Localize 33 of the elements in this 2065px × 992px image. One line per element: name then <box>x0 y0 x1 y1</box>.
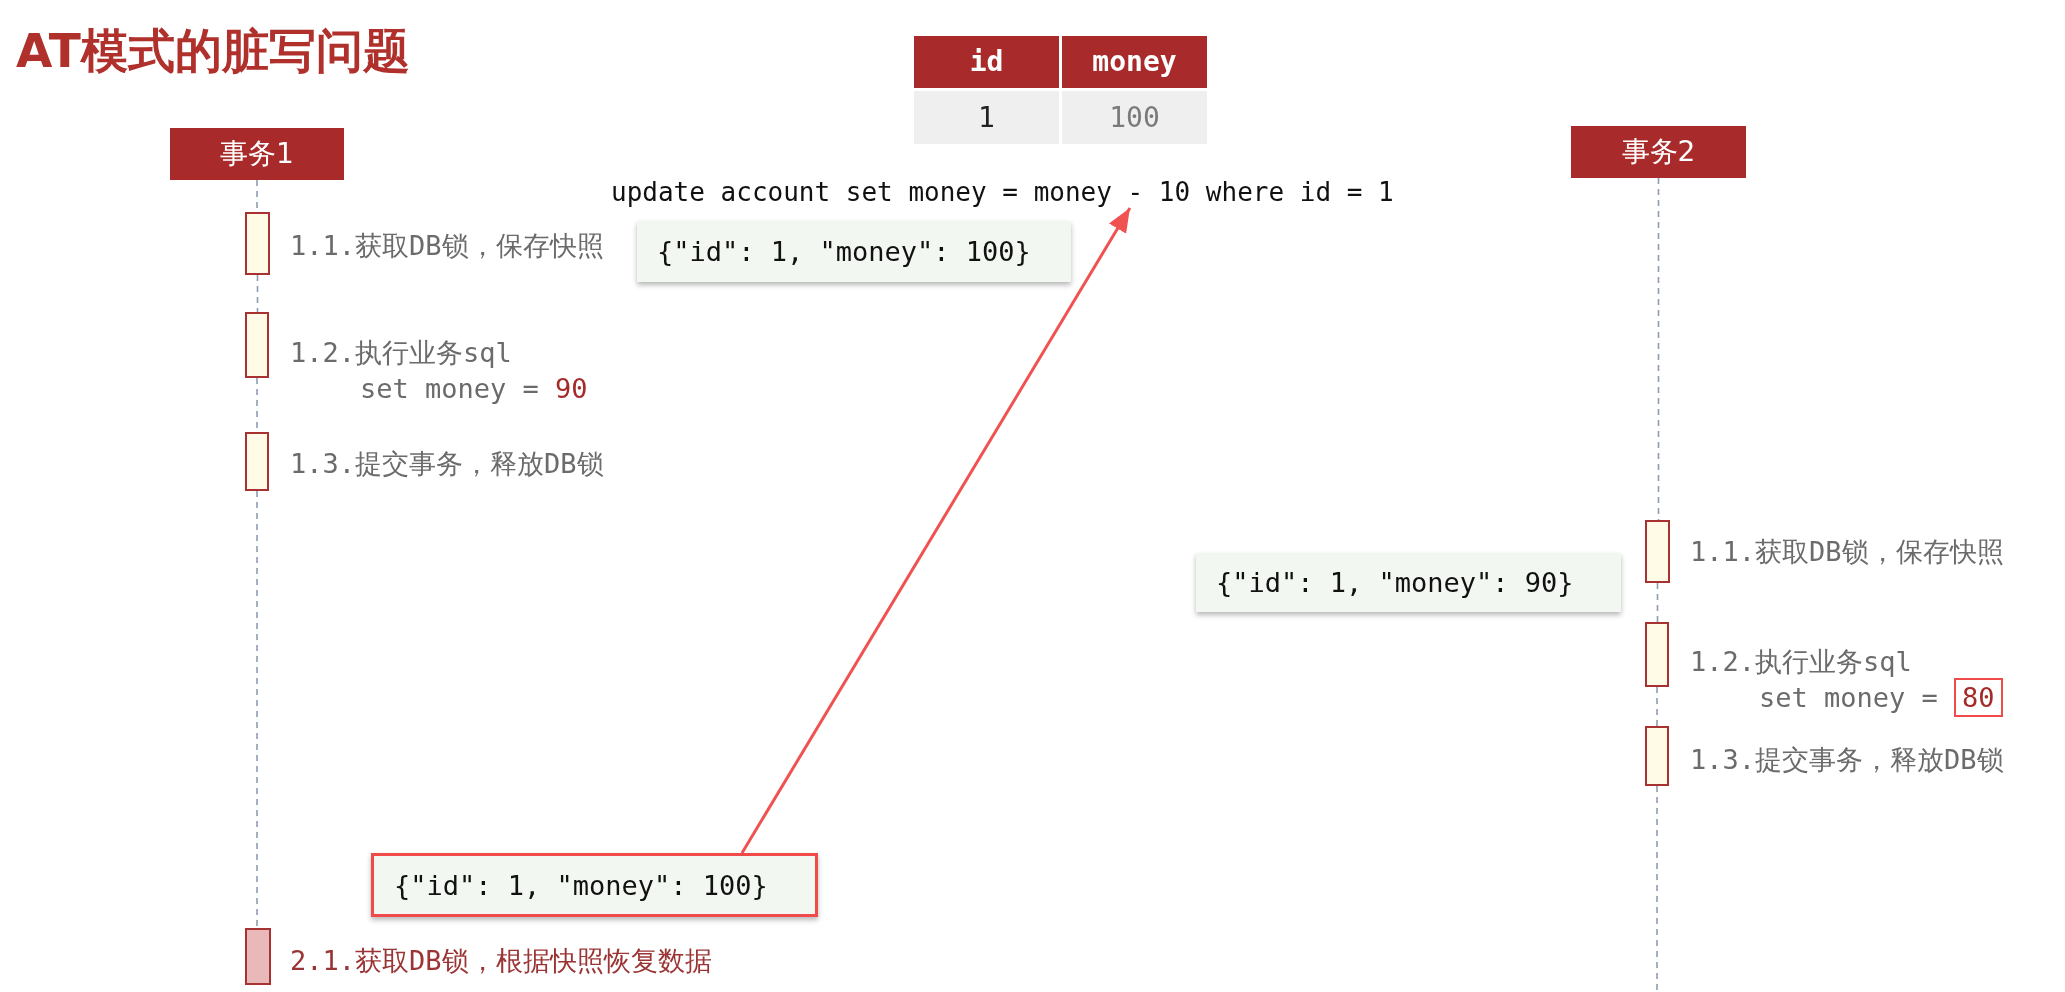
participant-header: 事务2 <box>1571 126 1746 178</box>
step-label: 1.3.提交事务，释放DB锁 <box>290 448 604 480</box>
activation-bar <box>1645 726 1669 786</box>
step-label: 2.1.获取DB锁，根据快照恢复数据 <box>290 945 712 977</box>
table-header-cell: money <box>1062 36 1207 88</box>
lifeline <box>256 274 259 313</box>
lifeline <box>1656 785 1658 992</box>
lifeline <box>256 490 258 929</box>
activation-bar <box>1645 622 1669 687</box>
sql-statement: update account set money = money - 10 where id = 1 <box>611 176 1394 208</box>
step-label: 1.1.获取DB锁，保存快照 <box>1690 536 2004 568</box>
step-label: 1.3.提交事务，释放DB锁 <box>1690 744 2004 776</box>
sql-text: set money = 90 <box>360 373 588 405</box>
step-label: 1.2.执行业务sql <box>290 337 512 369</box>
snapshot-card: {"id": 1, "money": 90} <box>1196 553 1621 612</box>
table-cell: 100 <box>1062 91 1207 144</box>
participant-header: 事务1 <box>170 128 344 180</box>
lifeline <box>1656 582 1659 623</box>
activation-bar <box>1645 520 1670 583</box>
table-header-cell: id <box>914 36 1059 88</box>
activation-bar <box>245 928 271 985</box>
lifeline <box>1656 686 1658 727</box>
activation-bar <box>245 432 269 491</box>
lifeline <box>1657 177 1660 521</box>
snapshot-card: {"id": 1, "money": 100} <box>637 221 1071 282</box>
activation-bar <box>245 212 270 275</box>
step-label: 1.1.获取DB锁，保存快照 <box>290 230 604 262</box>
arrow <box>740 207 1132 854</box>
activation-bar <box>245 312 269 378</box>
title: AT模式的脏写问题 <box>16 22 410 80</box>
table-cell: 1 <box>914 91 1059 144</box>
step-label: 1.2.执行业务sql <box>1690 646 1912 678</box>
snapshot-card: {"id": 1, "money": 100} <box>371 853 818 917</box>
